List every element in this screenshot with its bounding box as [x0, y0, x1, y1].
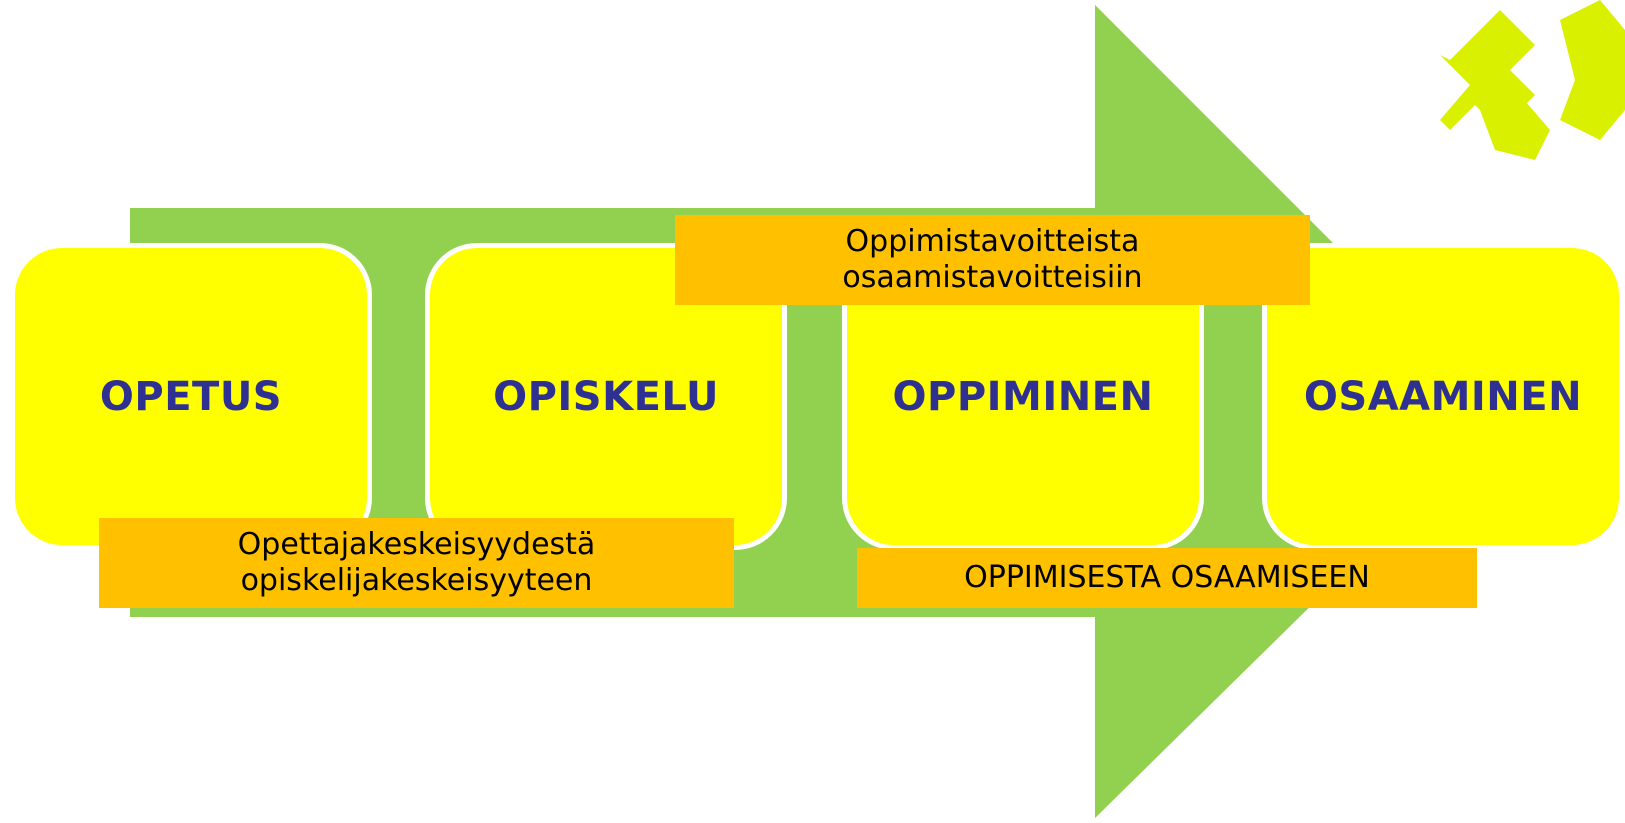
note-bottom-right: OPPIMISESTA OSAAMISEEN [857, 548, 1477, 608]
stage-osaaminen: OSAAMINEN [1262, 243, 1624, 550]
stage-label: OPISKELU [493, 373, 719, 420]
snowflake-logo-icon [1440, 0, 1625, 160]
stage-label: OPPIMINEN [892, 373, 1154, 420]
note-bottom-left-line2: opiskelijakeskeisyyteen [240, 563, 593, 598]
note-bottom-left-line1: Opettajakeskeisyydestä [237, 527, 596, 562]
note-bottom-left: Opettajakeskeisyydestä opiskelijakeskeis… [99, 518, 734, 608]
stage-label: OSAAMINEN [1303, 373, 1583, 420]
note-top: Oppimistavoitteista osaamistavoitteisiin [675, 215, 1310, 305]
stage-label: OPETUS [99, 373, 283, 420]
note-top-line2: osaamistavoitteisiin [842, 260, 1143, 295]
stage-opetus: OPETUS [10, 243, 372, 550]
note-bottom-right-line1: OPPIMISESTA OSAAMISEEN [964, 560, 1370, 595]
note-top-line1: Oppimistavoitteista [845, 224, 1140, 259]
